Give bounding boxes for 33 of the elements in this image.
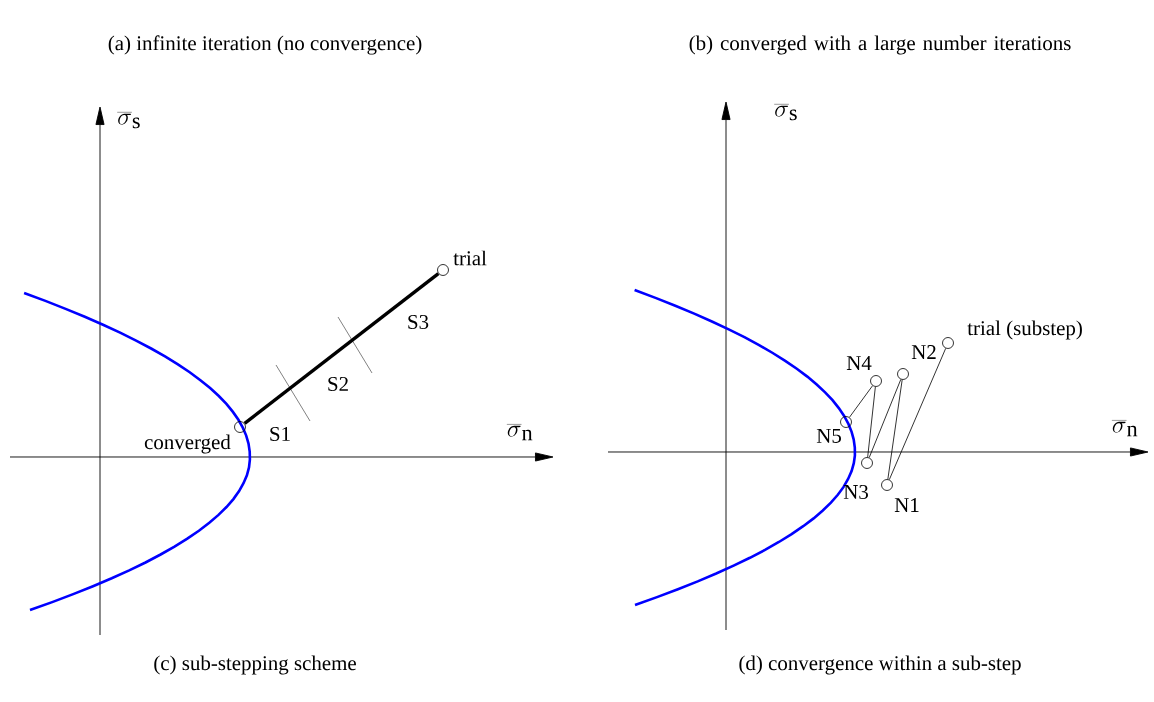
step-label: S2 [328,376,348,391]
point-label: N3 [843,484,868,499]
point-marker [897,368,909,380]
caption: (d) convergence within a sub-step [739,655,1021,675]
point-marker [840,416,852,428]
point-label: N2 [911,345,936,359]
point-marker [437,264,449,276]
point-marker [881,479,893,491]
point-marker [861,457,873,469]
point-label: N4 [846,356,872,370]
axis-label: $\overline{\sigma}_{\mathrm{s}}$ [117,112,140,129]
point-marker [870,375,882,387]
step-label: S3 [408,314,429,329]
connector-line [888,348,947,480]
point-label: N5 [816,429,841,443]
axis-label: $\overline{\sigma}_{\mathrm{s}}$ [774,104,797,121]
point-label: trial [453,250,487,266]
axis-label: $\overline{\sigma}_{\mathrm{n}}$ [1111,420,1138,437]
point-label: converged [144,434,231,454]
caption: (a) infinite iteration (no convergence) [108,35,422,55]
caption: (b) converged with a large number iterations [689,35,1071,55]
point-marker [234,421,246,433]
connector-line [887,379,903,480]
connector-line [243,272,440,425]
point-label: trial (substep) [967,320,1082,340]
point-marker [942,337,954,349]
point-label: N1 [894,498,919,512]
connector-line [849,385,873,418]
step-label: S1 [270,426,290,441]
caption: (c) sub-stepping scheme [154,655,356,675]
axis-label: $\overline{\sigma}_{\mathrm{n}}$ [506,424,533,441]
connector-line [868,379,902,458]
connector-line [867,386,876,458]
